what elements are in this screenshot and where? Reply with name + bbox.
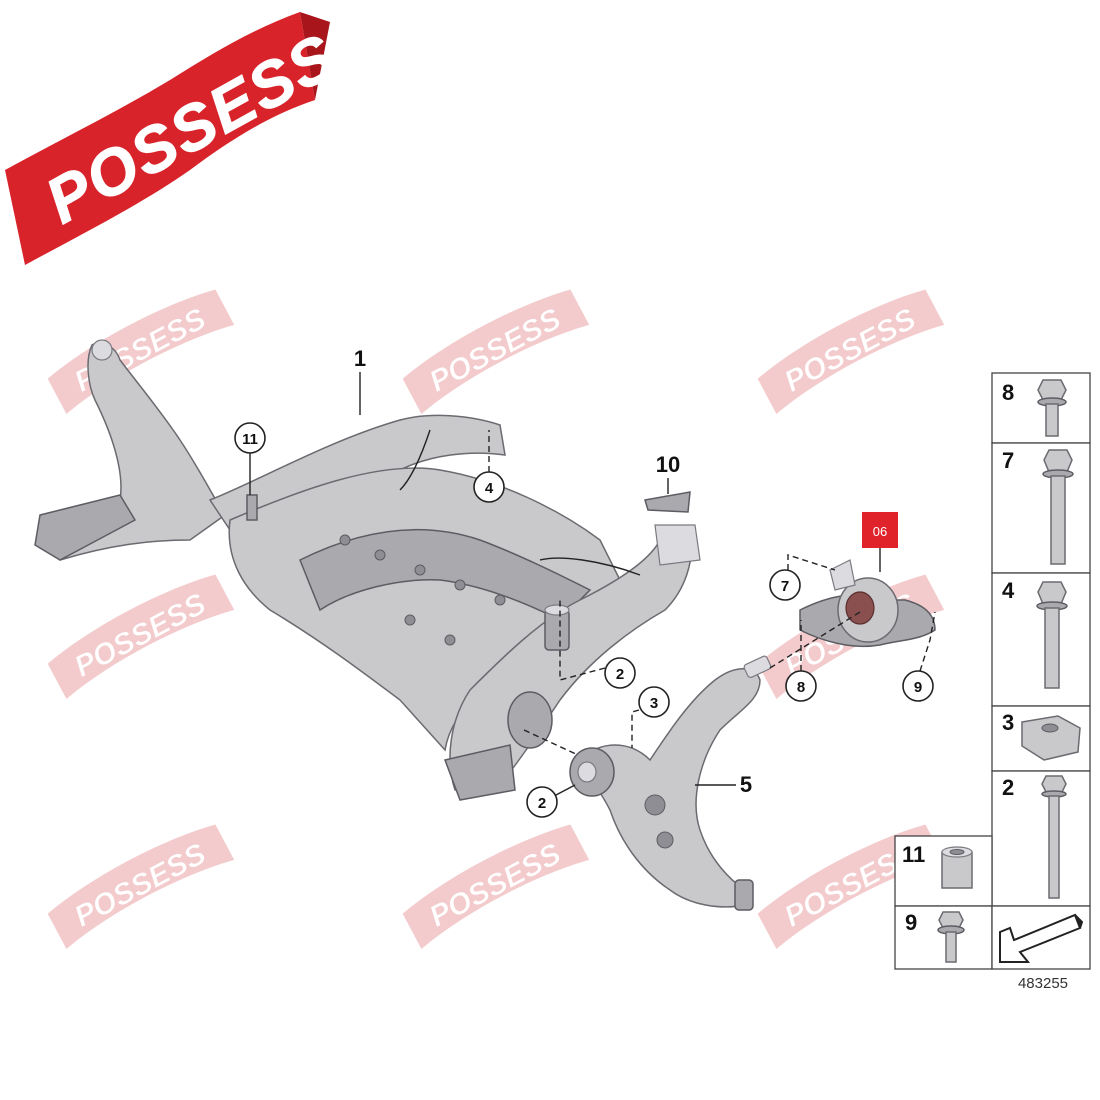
callouts: 1 11 4 10 2 3 2 5 7 8 [234, 346, 936, 818]
table-num-3: 3 [1002, 710, 1014, 735]
subframe-hole [444, 634, 456, 646]
sleeve-icon [941, 846, 973, 889]
callout-8: 8 [797, 679, 805, 696]
bolt-flange-long-icon [1036, 581, 1068, 689]
bolt-flange-medium-icon [1042, 449, 1074, 565]
watermark-band [47, 574, 235, 700]
subframe-hole [404, 614, 416, 626]
callout-5: 5 [740, 772, 752, 797]
table-num-2: 2 [1002, 775, 1014, 800]
logo-banner-fold [300, 12, 330, 100]
subframe-bushing [544, 609, 570, 651]
bolt-flange-short-icon [1037, 379, 1067, 437]
table-num-9: 9 [905, 910, 917, 935]
watermark-stamp: POSSESS [757, 289, 945, 415]
callout-9: 9 [914, 679, 922, 696]
callout-circle-9 [902, 670, 934, 702]
subframe-hole [454, 579, 466, 591]
control-arm-bushing-hole [577, 761, 597, 783]
leader-9 [919, 611, 936, 672]
subframe-left-ball [91, 339, 113, 361]
callout-10: 10 [656, 452, 680, 477]
arrow-down-left-icon [999, 913, 1084, 963]
bushing-core [845, 591, 875, 625]
subframe-left-arm [38, 342, 227, 561]
callout-circle-2a [604, 657, 636, 689]
subframe-mount-pad [654, 524, 701, 566]
rear-bushing-assembly: 06 [799, 512, 936, 648]
control-arm-hole [656, 831, 674, 849]
subframe-hole [339, 534, 351, 546]
leader-7 [787, 554, 836, 571]
callout-1: 1 [354, 346, 366, 371]
control-arm-body [579, 668, 761, 908]
callout-7: 7 [781, 578, 789, 595]
table-row-7 [991, 442, 1091, 574]
control-arm-ball-joint [734, 879, 754, 911]
callout-2b: 2 [538, 795, 546, 812]
subframe-hole [414, 564, 426, 576]
bolt-washer-icon [937, 911, 965, 963]
watermark-stamp: POSSESS [47, 824, 235, 950]
table-num-8: 8 [1002, 380, 1014, 405]
bushing-top-tab [829, 559, 856, 591]
stabilizer-link [399, 429, 641, 576]
highlight-badge [862, 512, 898, 548]
callout-11: 11 [242, 431, 258, 448]
callout-circle-7 [769, 569, 801, 601]
watermark-stamp: POSSESS [47, 574, 235, 700]
subframe-bolt [246, 494, 258, 521]
callout-2a: 2 [616, 666, 624, 683]
watermark-band [402, 824, 590, 950]
callout-3: 3 [650, 695, 658, 712]
square-nut-icon [1021, 715, 1081, 761]
callout-4: 4 [485, 480, 494, 497]
subframe-arm-mount [507, 691, 553, 749]
logo-text: POSSESS [34, 19, 349, 237]
wedge-part [644, 491, 691, 513]
watermark-band [47, 824, 235, 950]
callout-circle-2b [526, 786, 558, 818]
leader-3 [631, 709, 640, 748]
table-num-7: 7 [1002, 448, 1014, 473]
leader-2b [555, 784, 576, 796]
control-arm-rear-pin [743, 655, 772, 679]
subframe-hole [374, 549, 386, 561]
watermark-stamp: POSSESS [402, 289, 590, 415]
control-arm [569, 655, 772, 911]
parts-table: 8 7 4 3 2 11 9 [894, 372, 1091, 992]
table-num-4: 4 [1002, 578, 1015, 603]
watermark-band [402, 289, 590, 415]
subframe-right-bracket [443, 744, 516, 801]
brand-logo: POSSESS [5, 12, 349, 265]
highlight-label: 06 [873, 524, 887, 539]
watermark-band [757, 289, 945, 415]
leader-8-axis [769, 611, 861, 669]
subframe-bushing-top [544, 604, 570, 616]
bolt-long-icon [1041, 775, 1067, 899]
callout-circle-3 [638, 686, 670, 718]
diagram-id: 483255 [1018, 975, 1068, 992]
leader-2a [559, 600, 606, 681]
watermark-stamp: POSSESS [402, 824, 590, 950]
front-subframe [34, 339, 701, 801]
subframe-hole [494, 594, 506, 606]
logo-banner-shape [5, 12, 315, 265]
subframe-left-bracket [34, 494, 137, 561]
control-arm-hole [644, 794, 666, 816]
table-num-11: 11 [902, 842, 925, 867]
